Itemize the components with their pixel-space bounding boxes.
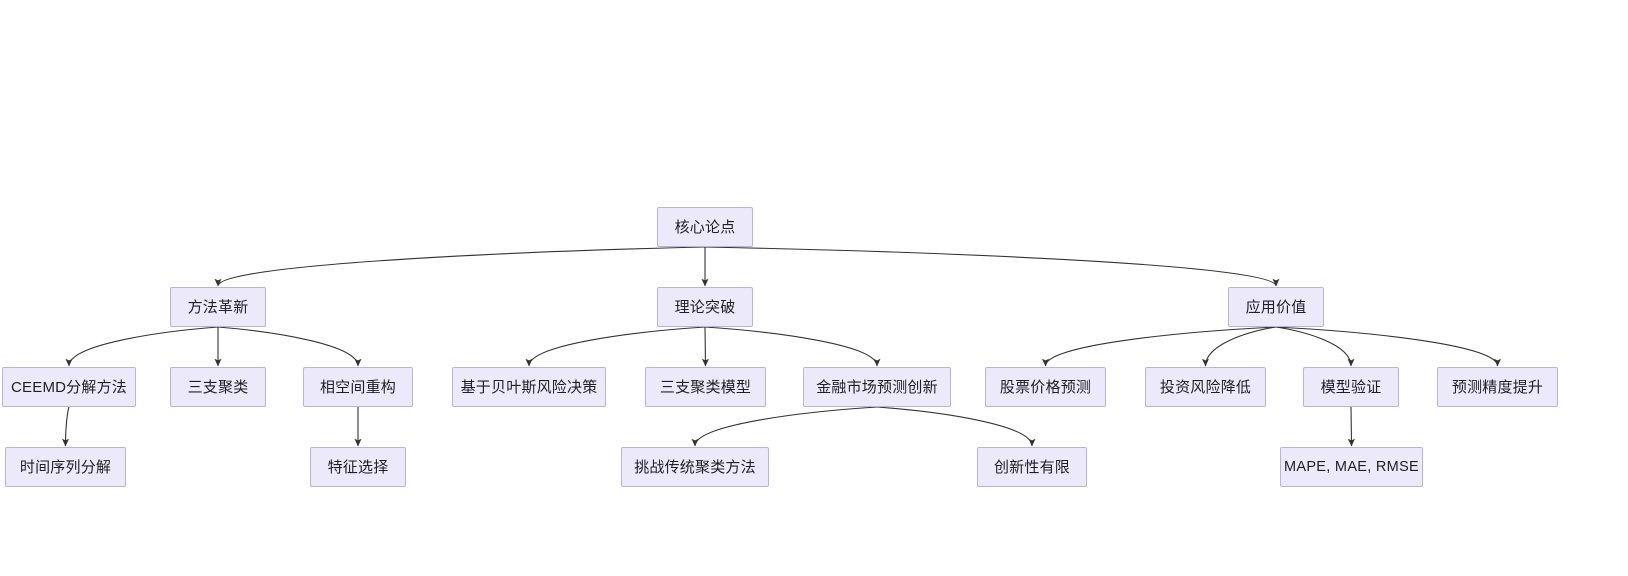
flow-node-label: 三支聚类 <box>187 378 249 396</box>
flow-node-l3b[interactable]: 特征选择 <box>310 447 406 487</box>
flow-node-l2i[interactable]: 模型验证 <box>1303 367 1399 407</box>
flow-edge-l2f-to-l3c <box>691 406 878 447</box>
flow-node-label: 三支聚类模型 <box>659 378 752 396</box>
flow-node-label: 特征选择 <box>327 458 389 476</box>
flow-node-l2g[interactable]: 股票价格预测 <box>985 367 1106 407</box>
flow-node-l2h[interactable]: 投资风险降低 <box>1145 367 1266 407</box>
flow-edge-l1a-to-l2c <box>217 326 362 367</box>
flow-node-label: 核心论点 <box>674 218 736 236</box>
flow-node-label: 投资风险降低 <box>1159 378 1252 396</box>
flow-node-l2j[interactable]: 预测精度提升 <box>1437 367 1558 407</box>
flow-node-label: 应用价值 <box>1245 298 1307 316</box>
flow-node-label: 模型验证 <box>1320 378 1382 396</box>
flow-node-label: 相空间重构 <box>319 378 396 396</box>
flow-edge-l1b-to-l2e <box>701 326 709 367</box>
flow-edge-l1b-to-l2f <box>704 326 881 367</box>
flow-node-l2e[interactable]: 三支聚类模型 <box>645 367 766 407</box>
flow-node-label: 创新性有限 <box>993 458 1070 476</box>
flow-edge-l2i-to-l3e <box>1347 406 1355 447</box>
flow-node-label: 股票价格预测 <box>999 378 1092 396</box>
flow-node-label: MAPE, MAE, RMSE <box>1283 458 1420 475</box>
flow-node-label: 基于贝叶斯风险决策 <box>460 378 598 396</box>
flow-node-l1c[interactable]: 应用价值 <box>1228 287 1324 327</box>
flow-node-l2f[interactable]: 金融市场预测创新 <box>803 367 951 407</box>
flow-edge-l1c-to-l2h <box>1201 326 1277 367</box>
flow-node-label: 挑战传统聚类方法 <box>634 458 756 476</box>
flow-edge-l1c-to-l2i <box>1275 326 1355 367</box>
flow-edge-root-to-l1a <box>214 246 706 287</box>
flow-node-l1a[interactable]: 方法革新 <box>170 287 266 327</box>
flow-node-l3d[interactable]: 创新性有限 <box>977 447 1087 487</box>
flow-node-l3a[interactable]: 时间序列分解 <box>5 447 126 487</box>
flow-node-label: 方法革新 <box>187 298 249 316</box>
flow-node-l2b[interactable]: 三支聚类 <box>170 367 266 407</box>
flow-edge-l1b-to-l2d <box>525 326 706 367</box>
flow-node-l2a[interactable]: CEEMD分解方法 <box>2 367 136 407</box>
flow-node-label: 时间序列分解 <box>19 458 112 476</box>
flow-node-label: 预测精度提升 <box>1451 378 1544 396</box>
flow-edge-l1c-to-l2j <box>1275 326 1501 367</box>
edge-paths <box>61 246 1501 447</box>
flow-edge-root-to-l1c <box>704 246 1280 287</box>
flow-node-l1b[interactable]: 理论突破 <box>657 287 753 327</box>
flow-edge-l2a-to-l3a <box>61 406 70 447</box>
flow-edge-l2f-to-l3d <box>876 406 1036 447</box>
flow-node-l2d[interactable]: 基于贝叶斯风险决策 <box>452 367 606 407</box>
flow-node-l3e[interactable]: MAPE, MAE, RMSE <box>1280 447 1423 487</box>
flow-edge-l1a-to-l2a <box>65 326 219 367</box>
flow-node-l2c[interactable]: 相空间重构 <box>303 367 413 407</box>
flow-node-l3c[interactable]: 挑战传统聚类方法 <box>621 447 769 487</box>
flow-node-label: CEEMD分解方法 <box>11 378 127 396</box>
flow-node-label: 金融市场预测创新 <box>816 378 938 396</box>
flow-node-root[interactable]: 核心论点 <box>657 207 753 247</box>
flow-edge-l1c-to-l2g <box>1042 326 1277 367</box>
flow-node-label: 理论突破 <box>674 298 736 316</box>
